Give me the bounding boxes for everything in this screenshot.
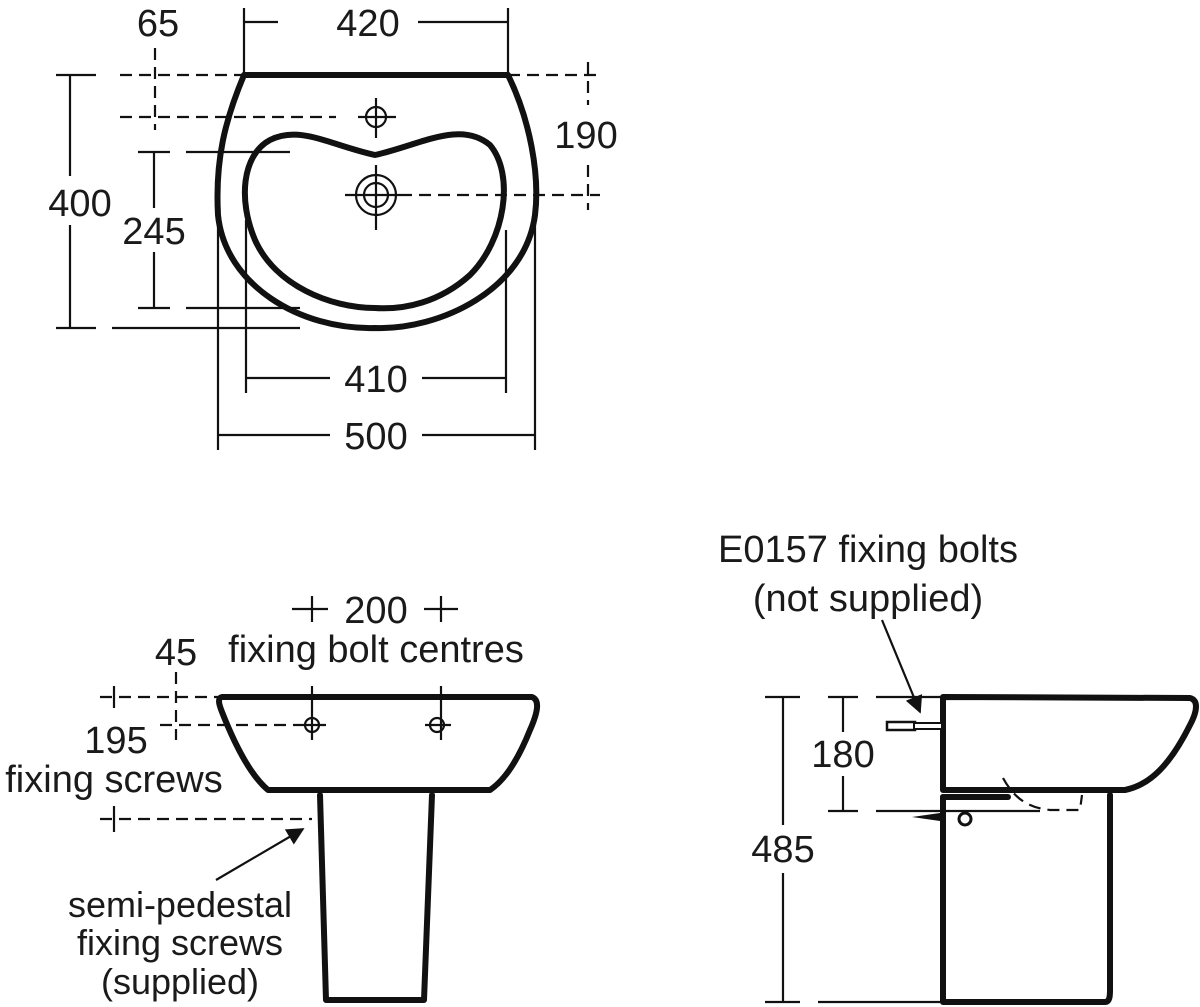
fixing-bolts-leader-arrow: [880, 619, 923, 714]
front-view: 200 fixing bolt centres 45 195 fixing sc…: [5, 590, 540, 1003]
wall-fixing-bolt-icon: [885, 720, 943, 732]
side-view: E0157 fixing bolts (not supplied) 485: [718, 529, 1199, 1005]
dim-overall-height: 485: [751, 829, 814, 871]
basin-outer-outline: [214, 72, 540, 332]
bolt-centre-mark-left: [292, 596, 328, 622]
bolt-centre-mark-right: [424, 596, 458, 622]
fixing-bolt-hole-left-icon: [300, 716, 326, 734]
plan-view: 420 65 190 400 245 410: [48, 3, 617, 458]
tap-hole-icon: [358, 98, 396, 138]
dim-bowl-depth: 245: [122, 211, 185, 253]
waste-outlet-icon: [345, 165, 400, 230]
dim-waste-to-wall: 190: [554, 115, 617, 157]
dim-tap-offset: 65: [137, 3, 179, 45]
dim-depth: 400: [48, 183, 111, 225]
dim-bowl-width: 410: [344, 359, 407, 401]
basin-front-outline: [216, 694, 540, 793]
fixing-bolt-hole-right-icon: [425, 716, 451, 734]
basin-side-outline: [940, 694, 1199, 793]
fixing-bolts-label-line1: E0157 fixing bolts: [718, 529, 1018, 571]
basin-bowl-outline: [241, 131, 507, 312]
dim-bolt-centres: 200: [344, 590, 407, 632]
pedestal-label-line3: (supplied): [101, 961, 259, 1002]
semi-pedestal-side-outline: [940, 792, 1113, 1005]
dim-basin-height: 180: [811, 734, 874, 776]
pedestal-fixing-screw-icon: [912, 811, 973, 827]
dim-bolt-height: 45: [155, 632, 197, 674]
pedestal-screws-leader-arrow: [215, 828, 305, 881]
semi-pedestal-outline: [317, 792, 435, 1003]
bolt-centres-label: fixing bolt centres: [228, 629, 524, 671]
dim-screw-drop: 195: [84, 720, 147, 762]
dim-overall-width: 500: [344, 416, 407, 458]
fixing-screws-label: fixing screws: [5, 759, 223, 801]
pedestal-label-line1: semi-pedestal: [68, 884, 292, 925]
fixing-bolts-label-line2: (not supplied): [753, 578, 983, 620]
dim-width-top: 420: [336, 3, 399, 45]
pedestal-label-line2: fixing screws: [77, 922, 283, 963]
